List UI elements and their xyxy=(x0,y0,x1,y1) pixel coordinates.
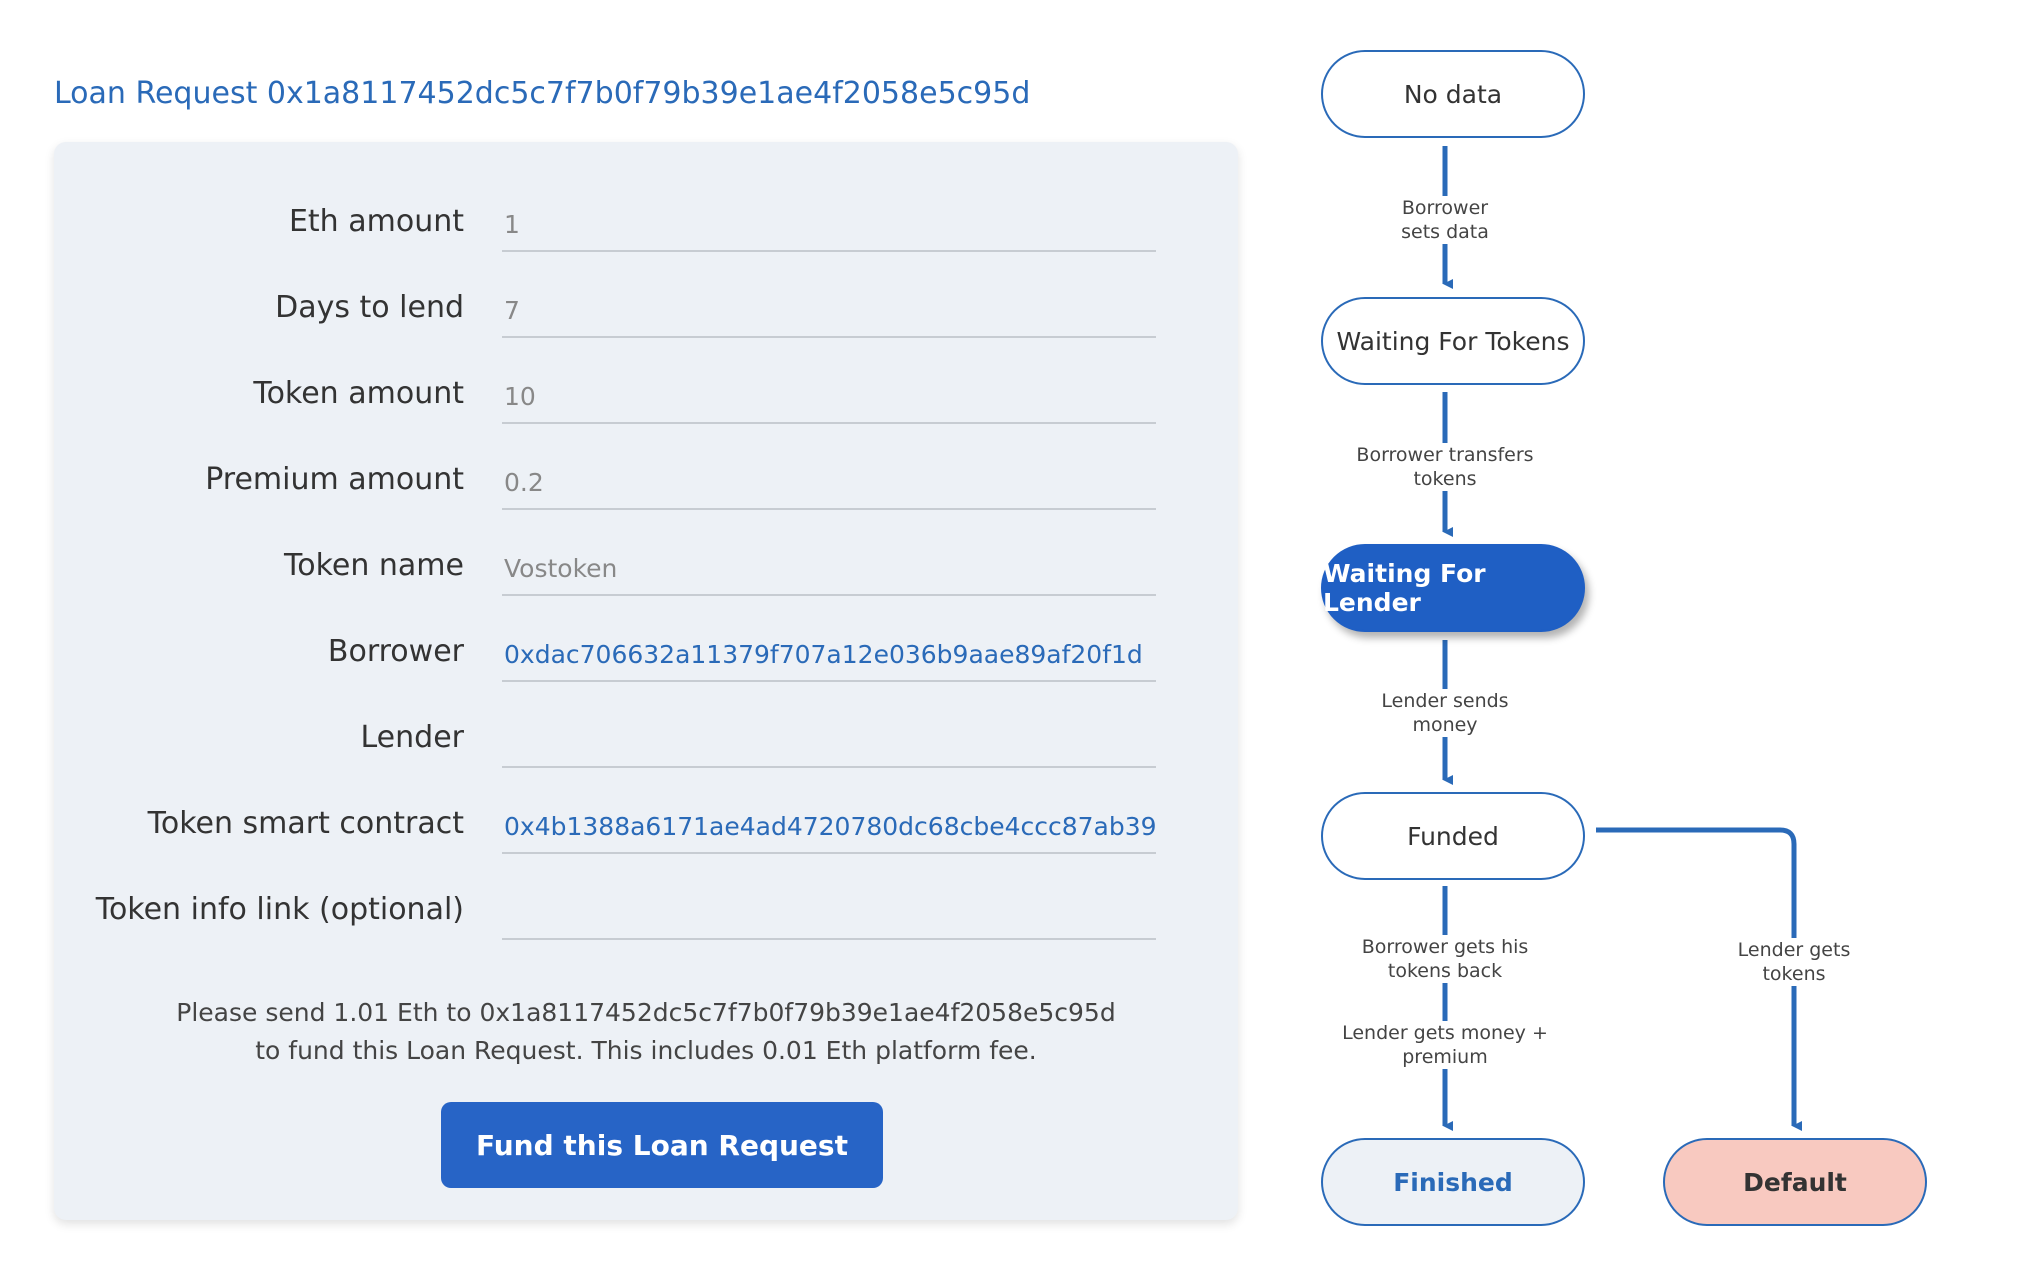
edge-label-line: Lender gets xyxy=(1737,939,1851,961)
form-row-eth-amount: Eth amount 1 xyxy=(54,196,1238,252)
edge-label-line: tokens back xyxy=(1387,960,1503,982)
field-label: Premium amount xyxy=(205,462,464,497)
edge-label-borrower-transfers-tokens: Borrower transfers tokens xyxy=(1295,443,1595,491)
field-label: Token smart contract xyxy=(147,806,464,841)
loan-request-card: Eth amount 1 Days to lend 7 Token amount… xyxy=(54,142,1238,1220)
form-row-lender: Lender xyxy=(54,712,1238,768)
edge-label-line: tokens xyxy=(1762,963,1826,985)
funding-notice: Please send 1.01 Eth to 0x1a8117452dc5c7… xyxy=(54,994,1238,1070)
premium-amount-field[interactable]: 0.2 xyxy=(502,454,1156,510)
edge-label-line: Borrower gets his xyxy=(1361,936,1529,958)
field-label: Token amount xyxy=(253,376,464,411)
lender-field[interactable] xyxy=(502,712,1156,768)
token-contract-link[interactable]: 0x4b1388a6171ae4ad4720780dc68cbe4ccc87ab… xyxy=(504,812,1157,841)
form-row-token-name: Token name Vostoken xyxy=(54,540,1238,596)
field-label: Lender xyxy=(360,720,465,755)
fund-loan-request-button[interactable]: Fund this Loan Request xyxy=(441,1102,883,1188)
field-value: 7 xyxy=(504,296,520,325)
field-value: Vostoken xyxy=(504,554,618,583)
field-value: 1 xyxy=(504,210,520,239)
edge-label-lender-sends-money: Lender sends money xyxy=(1295,689,1595,737)
state-funded: Funded xyxy=(1321,792,1585,880)
field-label: Token name xyxy=(284,548,464,583)
token-info-link-field[interactable] xyxy=(502,884,1156,940)
token-name-field[interactable]: Vostoken xyxy=(502,540,1156,596)
form-row-token-info-link: Token info link (optional) xyxy=(54,884,1238,940)
borrower-field[interactable]: 0xdac706632a11379f707a12e036b9aae89af20f… xyxy=(502,626,1156,682)
state-waiting-for-tokens: Waiting For Tokens xyxy=(1321,297,1585,385)
field-label: Token info link (optional) xyxy=(95,892,464,927)
form-row-token-smart-contract: Token smart contract 0x4b1388a6171ae4ad4… xyxy=(54,798,1238,854)
state-default: Default xyxy=(1663,1138,1927,1226)
form-row-days-to-lend: Days to lend 7 xyxy=(54,282,1238,338)
form-row-premium-amount: Premium amount 0.2 xyxy=(54,454,1238,510)
field-label: Borrower xyxy=(327,634,464,669)
token-amount-field[interactable]: 10 xyxy=(502,368,1156,424)
edge-label-lender-gets-money-premium: Lender gets money + premium xyxy=(1295,1021,1595,1069)
edge-label-line: Lender sends xyxy=(1381,690,1509,712)
field-value: 0.2 xyxy=(504,468,544,497)
notice-line-1: Please send 1.01 Eth to 0x1a8117452dc5c7… xyxy=(176,998,1116,1027)
field-value: 10 xyxy=(504,382,536,411)
days-to-lend-field[interactable]: 7 xyxy=(502,282,1156,338)
edge-label-line: Borrower transfers xyxy=(1356,444,1534,466)
edge-label-line: Lender gets money + xyxy=(1342,1022,1548,1044)
field-label: Eth amount xyxy=(288,204,464,239)
edge-label-lender-gets-tokens: Lender gets tokens xyxy=(1644,938,1944,986)
state-finished: Finished xyxy=(1321,1138,1585,1226)
notice-line-2: to fund this Loan Request. This includes… xyxy=(255,1036,1037,1065)
edge-label-line: money xyxy=(1412,714,1478,736)
edge-label-borrower-gets-tokens-back: Borrower gets his tokens back xyxy=(1295,935,1595,983)
borrower-address-link[interactable]: 0xdac706632a11379f707a12e036b9aae89af20f… xyxy=(504,640,1143,669)
form-row-token-amount: Token amount 10 xyxy=(54,368,1238,424)
edge-label-line: Borrower xyxy=(1401,197,1489,219)
state-no-data: No data xyxy=(1321,50,1585,138)
edge-label-borrower-sets-data: Borrower sets data xyxy=(1295,196,1595,244)
form-row-borrower: Borrower 0xdac706632a11379f707a12e036b9a… xyxy=(54,626,1238,682)
page-title: Loan Request 0x1a8117452dc5c7f7b0f79b39e… xyxy=(54,76,1031,111)
state-waiting-for-lender: Waiting For Lender xyxy=(1321,544,1585,632)
edge-label-line: sets data xyxy=(1401,221,1489,243)
field-label: Days to lend xyxy=(275,290,464,325)
edge-label-line: premium xyxy=(1402,1046,1488,1068)
edge-label-line: tokens xyxy=(1413,468,1477,490)
eth-amount-field[interactable]: 1 xyxy=(502,196,1156,252)
token-smart-contract-field[interactable]: 0x4b1388a6171ae4ad4720780dc68cbe4ccc87ab… xyxy=(502,798,1157,854)
